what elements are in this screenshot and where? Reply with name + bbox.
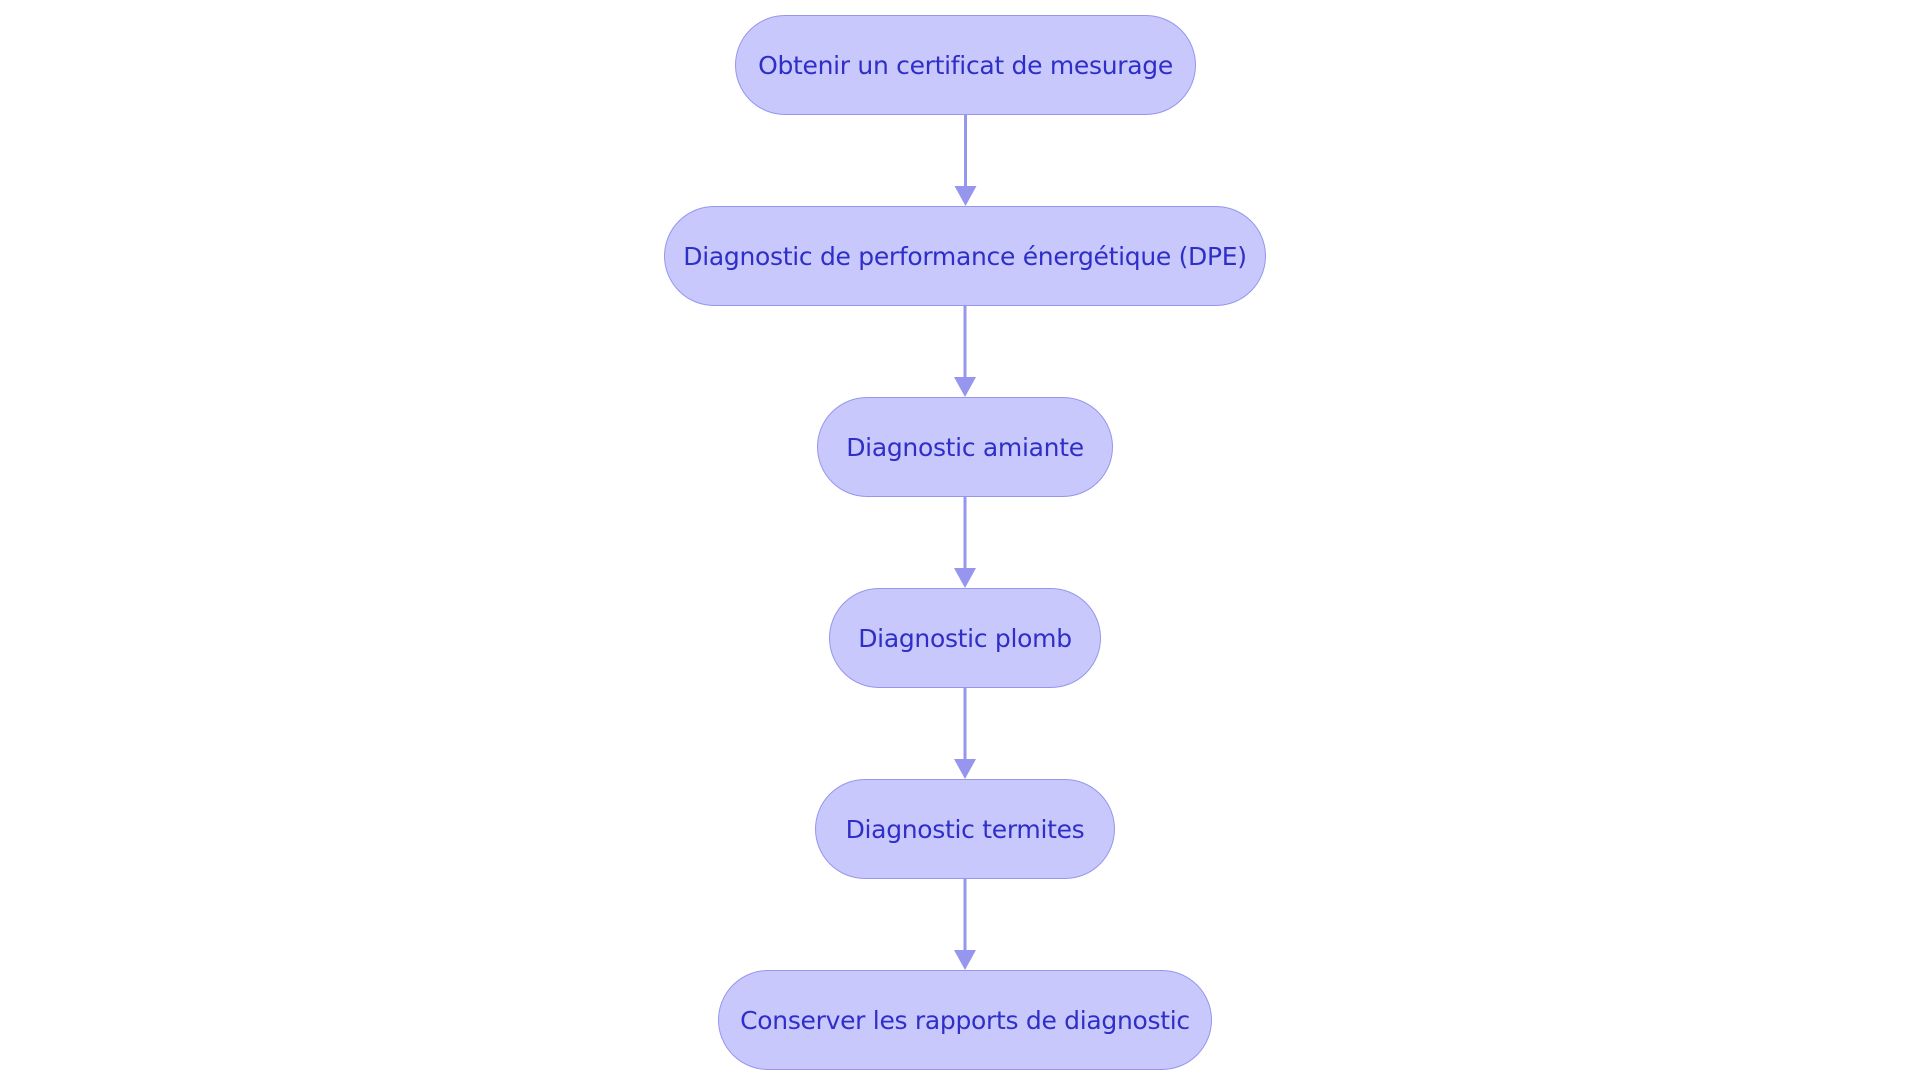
flow-node-obtenir-certificat-mesurage: Obtenir un certificat de mesurage: [735, 15, 1196, 115]
flow-node-label: Conserver les rapports de diagnostic: [740, 1005, 1190, 1035]
flow-node-diagnostic-termites: Diagnostic termites: [815, 779, 1115, 879]
flow-arrow-2: [954, 306, 976, 397]
flow-node-conserver-rapports: Conserver les rapports de diagnostic: [718, 970, 1212, 1070]
flow-arrow-4: [954, 688, 976, 779]
flow-arrow-head: [954, 568, 976, 588]
flow-node-diagnostic-dpe: Diagnostic de performance énergétique (D…: [664, 206, 1266, 306]
flow-node-label: Diagnostic amiante: [846, 432, 1084, 462]
flow-arrow-3: [954, 497, 976, 588]
flow-node-label: Diagnostic de performance énergétique (D…: [683, 241, 1247, 271]
flow-arrow-1: [954, 115, 977, 206]
flow-arrow-head: [954, 186, 977, 206]
flow-arrow-head: [954, 759, 976, 779]
flow-node-diagnostic-plomb: Diagnostic plomb: [829, 588, 1101, 688]
flow-node-label: Diagnostic termites: [845, 814, 1085, 844]
flow-node-label: Diagnostic plomb: [858, 623, 1072, 653]
flow-arrow-head: [954, 950, 976, 970]
flow-node-diagnostic-amiante: Diagnostic amiante: [817, 397, 1113, 497]
flow-arrow-head: [954, 377, 976, 397]
flow-node-label: Obtenir un certificat de mesurage: [758, 50, 1173, 80]
flow-arrow-5: [954, 879, 976, 970]
